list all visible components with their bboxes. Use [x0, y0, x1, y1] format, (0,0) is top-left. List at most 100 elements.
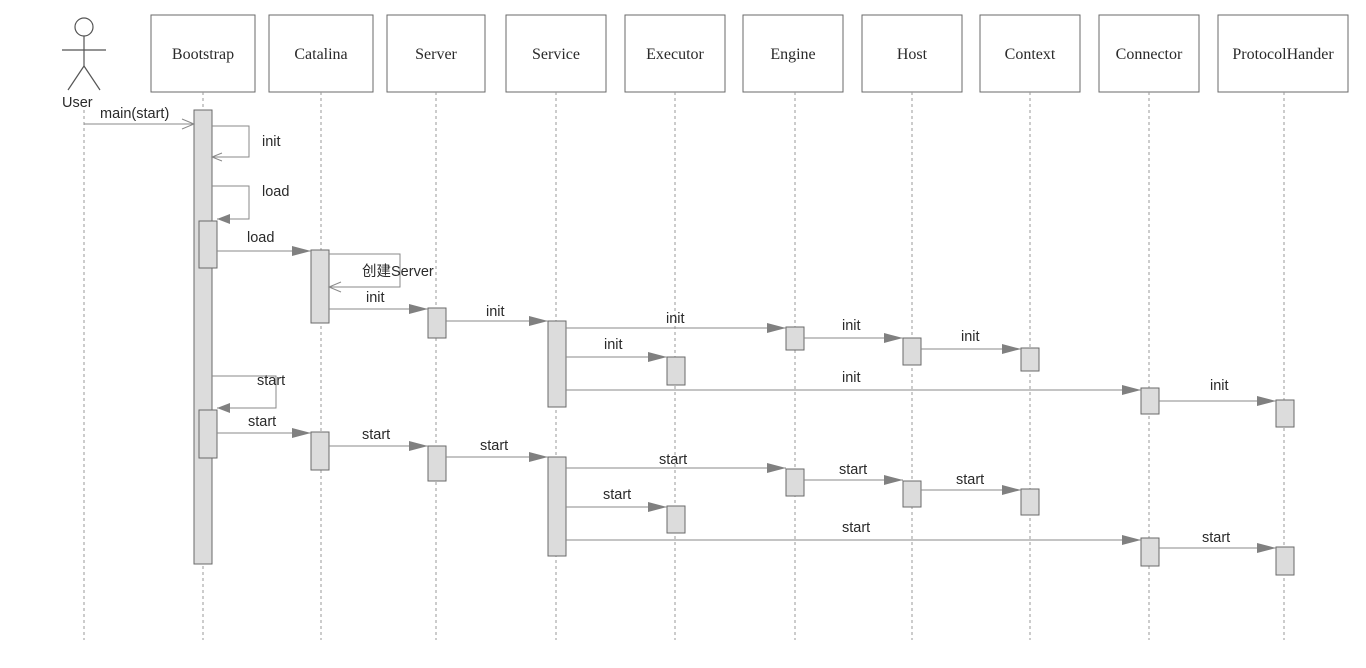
arrow-head: [767, 463, 786, 473]
bootstrap-activation-start: [198, 409, 218, 459]
arrow-head: [409, 441, 428, 451]
message-service-engine-start: start: [566, 452, 786, 473]
arrow-head: [409, 304, 428, 314]
arrow-head: [884, 475, 903, 485]
message-label: main(start): [100, 106, 169, 122]
message-label: init: [486, 304, 505, 320]
host-activation-init: [902, 337, 922, 366]
participant-label: Context: [1005, 46, 1056, 63]
message-label: start: [956, 472, 984, 488]
participant-bootstrap: Bootstrap: [150, 14, 256, 93]
message-load: load: [217, 230, 311, 256]
message-label: init: [961, 329, 980, 345]
message-service-connector-init: init: [566, 370, 1141, 395]
message-label: start: [842, 520, 870, 536]
message-label: init: [604, 337, 623, 353]
arrow-head: [327, 281, 342, 293]
arrow-head: [217, 403, 230, 413]
catalina-activation-init: [310, 249, 330, 324]
message-host-context-start: start: [921, 472, 1021, 495]
server-activation-init: [427, 307, 447, 339]
bootstrap-activation: [193, 109, 213, 565]
engine-activation-init: [785, 326, 805, 351]
message-label: start: [1202, 530, 1230, 546]
participant-engine: Engine: [742, 14, 844, 93]
message-label: start: [839, 462, 867, 478]
arrow-head: [181, 118, 196, 130]
arrow-head: [648, 352, 667, 362]
message-host-context-init: init: [921, 329, 1021, 354]
participant-label: Host: [897, 46, 928, 63]
executor-activation-init: [666, 356, 686, 386]
message-label: load: [247, 230, 274, 246]
host-activation-start: [902, 480, 922, 508]
arrow-head: [884, 333, 903, 343]
message-bootstrap-catalina-start: start: [217, 414, 311, 438]
service-activation-start: [547, 456, 567, 557]
message-server-service-start: start: [446, 438, 548, 462]
message-server-service-init: init: [446, 304, 548, 326]
participant-box: [150, 14, 256, 93]
message-create-server: 创建Server: [327, 253, 434, 293]
participant-label: Connector: [1116, 46, 1183, 63]
user-actor: [62, 17, 106, 91]
message-self-start: start: [212, 373, 285, 413]
message-label: init: [842, 370, 861, 386]
message-label: init: [1210, 378, 1229, 394]
arrow-head: [767, 323, 786, 333]
message-service-engine-init: init: [566, 311, 786, 333]
message-label: start: [257, 373, 285, 389]
message-label: start: [480, 438, 508, 454]
message-label: start: [248, 414, 276, 430]
message-label: 创建Server: [362, 263, 434, 280]
participant-box: [1098, 14, 1200, 93]
server-activation-start: [427, 445, 447, 482]
message-service-executor-init: init: [566, 337, 667, 362]
arrow-head: [1122, 385, 1141, 395]
participant-box: [268, 14, 374, 93]
participant-box: [386, 14, 486, 93]
arrow-head: [1122, 535, 1141, 545]
connector-activation-start: [1140, 537, 1160, 567]
message-label: load: [262, 184, 289, 200]
message-label: init: [842, 318, 861, 334]
actor-label: User: [62, 95, 93, 111]
message-catalina-server-init: init: [329, 290, 428, 314]
message-label: start: [659, 452, 687, 468]
message-self-load: load: [212, 184, 289, 224]
arrow-head: [292, 246, 311, 256]
participant-service: Service: [505, 14, 607, 93]
message-connector-protocol-init: init: [1159, 378, 1276, 406]
message-catalina-server-start: start: [329, 427, 428, 451]
arrow-head: [529, 452, 548, 462]
protocolhander-activation-init: [1275, 399, 1295, 428]
message-main-start: main(start): [84, 106, 196, 130]
message-line: [329, 253, 401, 288]
participant-server: Server: [386, 14, 486, 93]
message-engine-host-init: init: [804, 318, 903, 343]
participant-executor: Executor: [624, 14, 726, 93]
engine-activation-start: [785, 468, 805, 497]
message-label: start: [603, 487, 631, 503]
participant-label: Executor: [646, 46, 704, 63]
participant-label: Catalina: [294, 46, 347, 63]
participant-box: [861, 14, 963, 93]
participant-catalina: Catalina: [268, 14, 374, 93]
arrow-head: [1002, 485, 1021, 495]
arrow-head: [529, 316, 548, 326]
message-label: init: [666, 311, 685, 327]
participant-label: Service: [532, 46, 580, 63]
participant-host: Host: [861, 14, 963, 93]
message-self-init: init: [210, 125, 281, 162]
participant-protocolhander: ProtocolHander: [1217, 14, 1349, 93]
context-activation-init: [1020, 347, 1040, 372]
participant-box: [979, 14, 1081, 93]
arrow-head: [217, 214, 230, 224]
participant-label: Engine: [770, 46, 815, 63]
actor-left-leg: [67, 65, 85, 91]
arrow-head: [1002, 344, 1021, 354]
service-activation-init: [547, 320, 567, 408]
message-engine-host-start: start: [804, 462, 903, 485]
participant-label: Server: [415, 46, 457, 63]
message-service-connector-start: start: [566, 520, 1141, 545]
